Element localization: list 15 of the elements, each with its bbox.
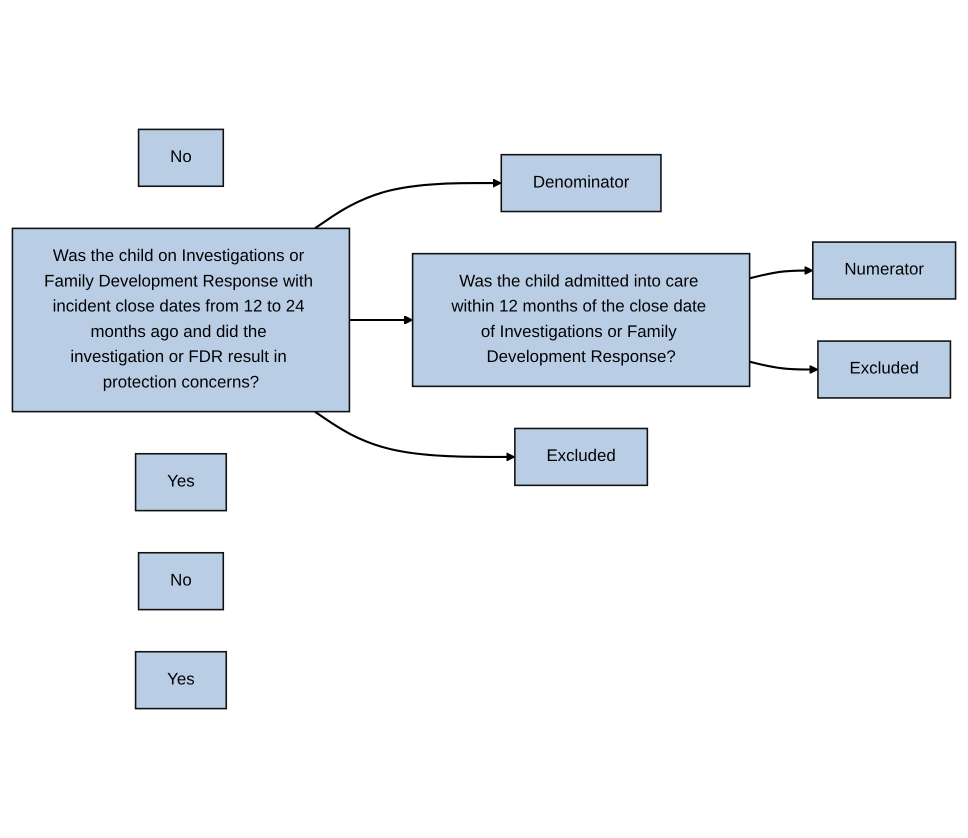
node-box: Was the child admitted into care within 12 months of the close date of Investigations or Family Development Response? [412,252,750,388]
arrow [749,266,814,280]
node-box: Excluded [817,340,952,399]
node-box: Yes [134,650,228,710]
arrow [349,315,414,325]
node-box: Was the child on Investigations or Family Development Response with incident close dates from 12 to 24 months ago and did the investigation or FDR result in protection concerns? [12,228,350,412]
arrow [314,410,516,462]
node-box: Numerator [812,241,956,300]
node-box: No [138,128,224,188]
node-box: Denominator [500,154,662,212]
arrow [749,360,818,374]
node-box: No [138,552,224,610]
node-box: Yes [134,452,228,512]
node-box: Excluded [514,428,648,486]
arrow [314,178,502,230]
